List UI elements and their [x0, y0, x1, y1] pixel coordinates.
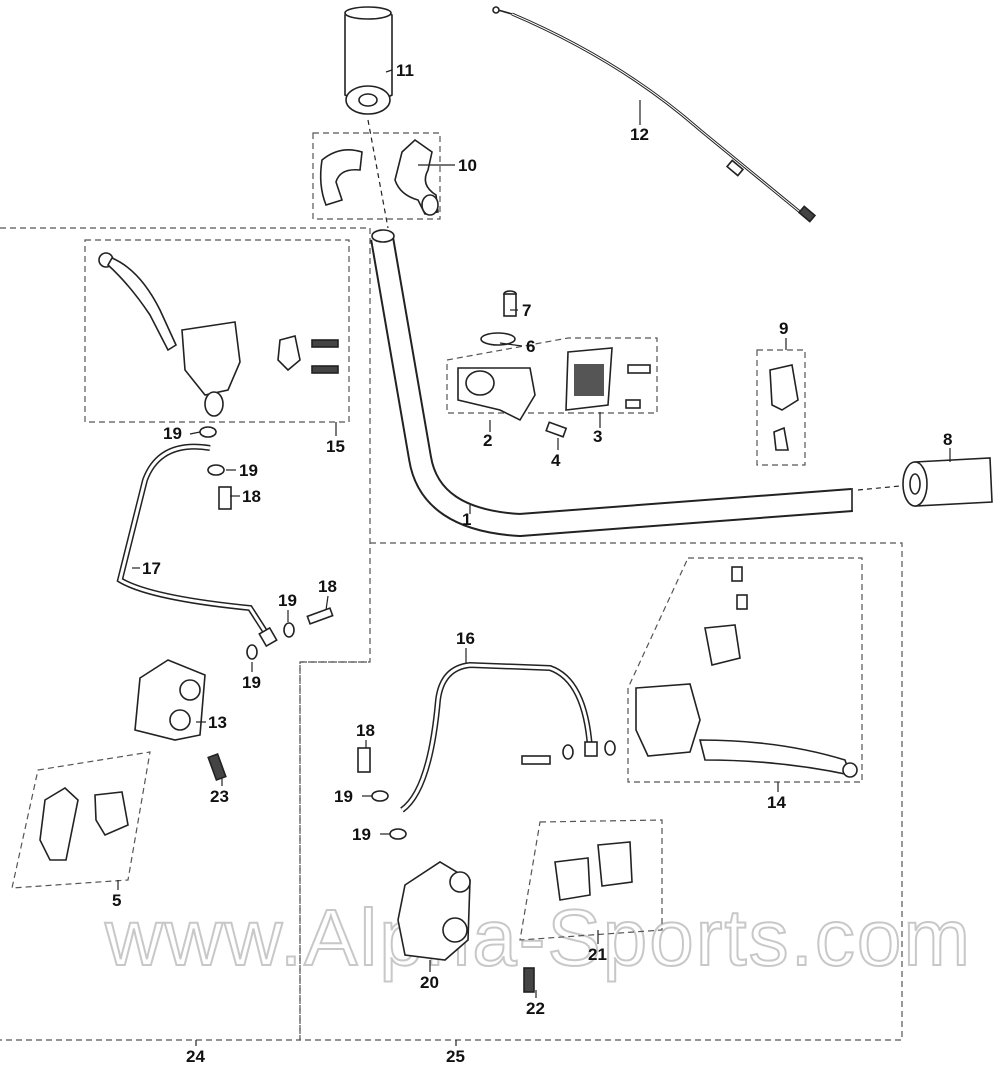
callout-9: 9: [779, 319, 788, 338]
right-brake-hose-part: [400, 661, 598, 813]
group-outline-14: [627, 557, 863, 783]
group-outline-10: [312, 132, 441, 220]
lower-clamp-part: [457, 367, 536, 422]
group-outline-15: [84, 239, 350, 423]
callout-3: 3: [593, 427, 602, 446]
callout-22: 22: [526, 999, 545, 1018]
leader-lines: [117, 69, 951, 1046]
right-grip-part: [902, 457, 993, 507]
group-outline-24: [0, 227, 371, 1041]
callout-16: 16: [456, 629, 475, 648]
right-brake-pads-part: [554, 841, 633, 901]
group-outline-21: [519, 819, 663, 941]
callout-6: 6: [526, 337, 535, 356]
callout-17: 17: [142, 559, 161, 578]
callout-19-d: 19: [242, 673, 261, 692]
group-outline-5: [11, 751, 151, 889]
left-caliper-part: [134, 659, 206, 741]
callout-12: 12: [630, 125, 649, 144]
washers-19-right-part: [371, 740, 616, 840]
callout-25: 25: [446, 1047, 465, 1066]
callout-19-c: 19: [278, 591, 297, 610]
callout-18-b: 18: [318, 577, 337, 596]
mirror-bracket-part: [769, 364, 799, 451]
callout-13: 13: [208, 713, 227, 732]
callout-19-f: 19: [352, 825, 371, 844]
caliper-bolt-23-part: [207, 752, 227, 782]
right-lever-assembly-part: [635, 566, 858, 778]
caliper-bolt-22-part: [523, 967, 535, 993]
clamp-bolt-part: [503, 290, 517, 317]
banjo-bolt-18-left-part: [218, 486, 334, 625]
upper-clamp-part: [565, 347, 613, 411]
throttle-cable-part: [492, 6, 817, 223]
callout-24: 24: [186, 1047, 205, 1066]
left-lever-assembly-part: [98, 252, 339, 417]
callout-19-e: 19: [334, 787, 353, 806]
callout-7: 7: [522, 301, 531, 320]
callout-1: 1: [462, 510, 471, 529]
callout-19-b: 19: [239, 461, 258, 480]
handlebar-part: [370, 229, 853, 537]
callout-10: 10: [458, 156, 477, 175]
group-outline-2-3: [446, 337, 658, 414]
callout-5: 5: [112, 891, 121, 910]
callout-21: 21: [588, 945, 607, 964]
callout-19-a: 19: [163, 424, 182, 443]
washers-19-left-part: [199, 426, 295, 660]
callout-8: 8: [943, 430, 952, 449]
right-caliper-part: [397, 861, 471, 961]
callout-23: 23: [210, 787, 229, 806]
left-grip-part: [344, 6, 393, 115]
callout-2: 2: [483, 431, 492, 450]
callout-20: 20: [420, 973, 439, 992]
left-brake-hose-part: [116, 443, 278, 648]
group-outline-9: [756, 349, 806, 466]
callout-18-c: 18: [356, 721, 375, 740]
washer-part: [480, 332, 516, 346]
clamp-screws-part: [545, 364, 651, 438]
left-brake-pads-part: [39, 787, 129, 861]
callout-14: 14: [767, 793, 786, 812]
callout-4: 4: [551, 451, 561, 470]
switch-housing-part: [319, 138, 439, 216]
banjo-bolt-18-right-part: [357, 747, 551, 773]
callout-labels: 11 10 12 7 6 2 3 4 9 8 1 15 19 19 18 17 …: [112, 61, 952, 1066]
group-outline-25: [299, 542, 903, 1041]
callout-11: 11: [396, 61, 414, 80]
callout-18-a: 18: [242, 487, 261, 506]
callout-15: 15: [326, 437, 345, 456]
watermark-text: www.Alpha-Sports.com: [104, 893, 972, 982]
